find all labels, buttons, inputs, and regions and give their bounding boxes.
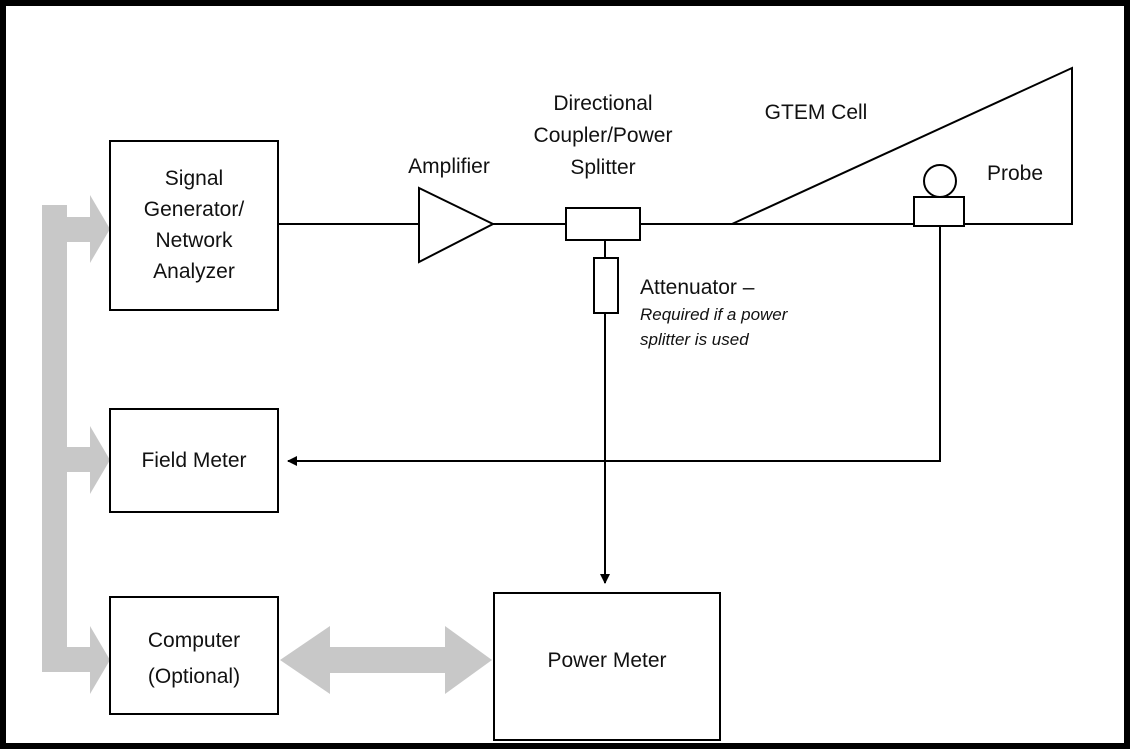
- signal-generator-label-line-4: Analyzer: [153, 260, 235, 283]
- computer-label-line-2: (Optional): [148, 665, 240, 688]
- power-meter-label: Power Meter: [547, 649, 666, 672]
- coupler-label-line-3: Splitter: [570, 156, 635, 179]
- probe-to-field-meter-line: [287, 226, 941, 466]
- coupler-label-line-2: Coupler/Power: [534, 124, 673, 147]
- probe-symbol: [913, 164, 965, 227]
- amplifier-symbol: [418, 186, 496, 264]
- computer-block: Computer (Optional): [109, 596, 279, 715]
- signal-generator-label-line-3: Network: [155, 229, 233, 252]
- probe-label: Probe: [987, 162, 1043, 185]
- power-meter-block: Power Meter: [493, 592, 721, 741]
- computer-power-meter-link: [280, 626, 492, 694]
- directional-coupler-symbol: [565, 207, 641, 241]
- attenuator-label: Attenuator –: [640, 276, 755, 299]
- attenuator-symbol: [593, 257, 619, 314]
- gtem-cell-outline: [731, 66, 1073, 225]
- signal-generator-label-line-1: Signal: [165, 167, 223, 190]
- field-meter-label: Field Meter: [141, 449, 246, 472]
- field-meter-block: Field Meter: [109, 408, 279, 513]
- signal-generator-block: Signal Generator/ Network Analyzer: [109, 140, 279, 311]
- attenuator-note-line-1: Required if a power: [640, 305, 789, 324]
- attenuator-note-line-2: splitter is used: [640, 330, 749, 349]
- amplifier-label: Amplifier: [408, 155, 490, 178]
- signal-generator-label-line-2: Generator/: [144, 198, 245, 221]
- computer-label-line-1: Computer: [148, 629, 240, 652]
- gtem-cell-label: GTEM Cell: [765, 101, 868, 124]
- control-bus: [42, 195, 110, 694]
- coupler-label-line-1: Directional: [553, 92, 652, 115]
